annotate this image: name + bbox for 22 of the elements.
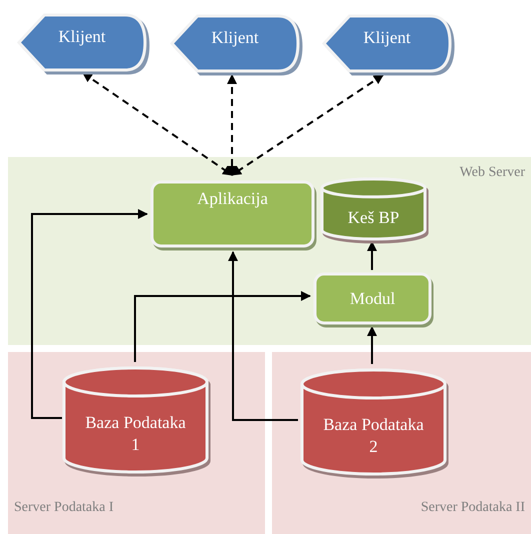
node-label: Baza Podataka 2 — [322, 414, 425, 458]
arrow — [31, 209, 148, 419]
arrow — [367, 326, 377, 364]
arrow — [228, 251, 298, 421]
dashed-arrow — [231, 74, 384, 176]
dashed-arrow — [82, 72, 233, 176]
server-zone — [272, 352, 531, 534]
zone-label: Web Server — [460, 165, 525, 181]
node-label: Baza Podataka 1 — [84, 412, 187, 456]
node-label: Klijent — [362, 26, 412, 48]
server-zone — [8, 157, 531, 345]
node-label: Modul — [348, 288, 396, 310]
dashed-arrow — [227, 74, 237, 176]
arrow — [134, 291, 311, 362]
arrow — [367, 241, 377, 270]
zone-label: Server Podataka I — [14, 500, 114, 516]
node-label: Klijent — [210, 26, 260, 48]
node-label: Keš BP — [346, 206, 400, 229]
node-label: Klijent — [57, 26, 107, 48]
node-label: Aplikacija — [196, 188, 269, 210]
server-zone — [8, 352, 265, 534]
zone-label: Server Podataka II — [420, 500, 525, 516]
